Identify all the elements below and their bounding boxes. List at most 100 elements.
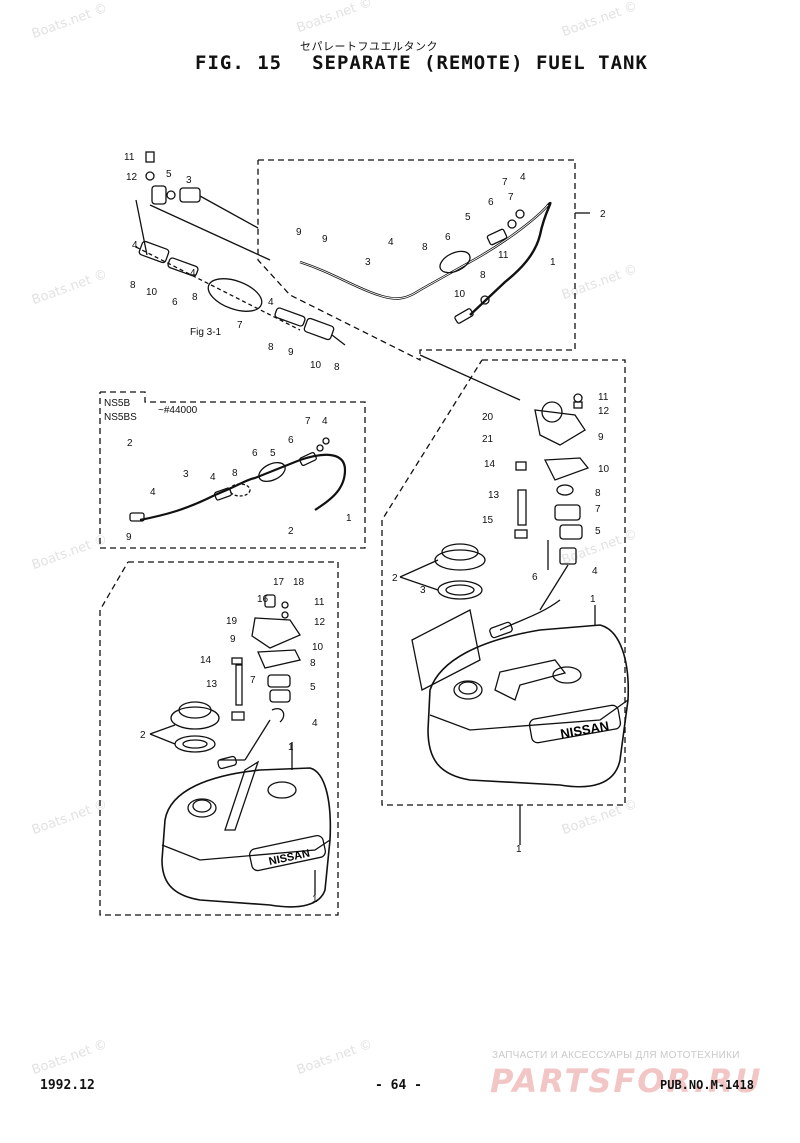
shop-logo: PARTSFOR.RU — [490, 1062, 763, 1100]
callout: 7 — [502, 177, 508, 188]
callout: 7 — [508, 192, 514, 203]
variant-hose-frame — [99, 391, 366, 549]
callout: 7 — [250, 675, 256, 686]
callout: 9 — [230, 634, 236, 645]
svg-text:4: 4 — [150, 487, 156, 498]
callout: 10 — [312, 642, 324, 653]
callout: 11 — [314, 597, 325, 608]
publication-number: PUB.NO.M-1418 — [660, 1078, 754, 1092]
callout: 12 — [598, 406, 610, 417]
callout: 14 — [200, 655, 212, 666]
callout: 18 — [293, 577, 305, 588]
callout: 12 — [126, 172, 138, 183]
callout: 6 — [445, 232, 451, 243]
callout: 7 — [595, 504, 601, 515]
connector-part — [151, 185, 167, 205]
callout: 10 — [598, 464, 610, 475]
tank-brand-large: NISSAN — [559, 718, 610, 741]
callout: 16 — [257, 594, 269, 605]
svg-text:8: 8 — [232, 468, 238, 479]
callout: 8 — [422, 242, 428, 253]
model-label: NS5BS — [104, 412, 137, 423]
callout: 1 — [590, 594, 596, 605]
callout: 5 — [166, 169, 172, 180]
figure-title: SEPARATE (REMOTE) FUEL TANK — [312, 52, 648, 74]
tank-brand-small: NISSAN — [268, 848, 311, 868]
figure-number: FIG. 15 — [195, 52, 283, 74]
callout: 3 — [186, 175, 192, 186]
callout: 13 — [206, 679, 218, 690]
callout: 5 — [465, 212, 471, 223]
callout: 15 — [482, 515, 494, 526]
svg-text:10: 10 — [146, 287, 158, 298]
callout: 13 — [488, 490, 500, 501]
callout: 10 — [454, 289, 466, 300]
crossref-label: Fig 3-1 — [190, 327, 222, 338]
callout: 3 — [420, 585, 426, 596]
callout: 19 — [226, 616, 238, 627]
svg-text:4: 4 — [268, 297, 274, 308]
svg-text:4: 4 — [210, 472, 216, 483]
svg-text:1: 1 — [346, 513, 352, 524]
callout-labels: 11 12 5 3 1 2 3 4 5 6 7 8 9 10 11 4 8 6 … — [104, 152, 610, 905]
svg-text:3: 3 — [183, 469, 189, 480]
callout: 21 — [482, 434, 494, 445]
callout: 11 — [498, 250, 509, 261]
svg-text:1: 1 — [312, 894, 318, 905]
callout: 1 — [288, 742, 294, 753]
callout: 4 — [520, 172, 526, 183]
svg-text:5: 5 — [270, 448, 276, 459]
callout: 2 — [600, 209, 606, 220]
callout: 9 — [296, 227, 302, 238]
callout: 4 — [312, 718, 318, 729]
callout: 14 — [484, 459, 496, 470]
primer-bulb — [207, 278, 263, 312]
japanese-title: セパレートフユエルタンク — [300, 40, 438, 53]
svg-text:10: 10 — [310, 360, 322, 371]
callout: 9 — [598, 432, 604, 443]
callout: 2 — [392, 573, 398, 584]
svg-text:8: 8 — [130, 280, 136, 291]
svg-text:4: 4 — [190, 268, 196, 279]
svg-text:6: 6 — [288, 435, 294, 446]
serial-range: ~#44000 — [158, 405, 198, 416]
callout: 2 — [140, 730, 146, 741]
callout: 5 — [595, 526, 601, 537]
callout: 6 — [532, 572, 538, 583]
small-fuel-tank — [161, 767, 332, 908]
svg-text:4: 4 — [132, 240, 138, 251]
svg-text:7: 7 — [305, 416, 311, 427]
callout: 11 — [124, 152, 135, 163]
svg-text:9: 9 — [126, 532, 132, 543]
callout: 1 — [550, 257, 556, 268]
svg-text:1: 1 — [516, 844, 522, 855]
svg-text:6: 6 — [252, 448, 258, 459]
callout: 8 — [310, 658, 316, 669]
callout: 4 — [592, 566, 598, 577]
callout: 5 — [310, 682, 316, 693]
screw-part — [145, 151, 155, 163]
svg-text:8: 8 — [268, 342, 274, 353]
right-tank-frame — [381, 359, 626, 806]
svg-text:9: 9 — [288, 347, 294, 358]
model-label: NS5B — [104, 398, 130, 409]
svg-text:7: 7 — [237, 320, 243, 331]
callout: 4 — [388, 237, 394, 248]
svg-text:8: 8 — [192, 292, 198, 303]
issue-date: 1992.12 — [40, 1078, 95, 1093]
callout: 11 — [598, 392, 609, 403]
callout: 3 — [365, 257, 371, 268]
svg-text:8: 8 — [334, 362, 340, 373]
shop-tagline: ЗАПЧАСТИ И АКСЕССУАРЫ ДЛЯ МОТОТЕХНИКИ — [492, 1050, 740, 1061]
callout: 20 — [482, 412, 494, 423]
callout: 8 — [595, 488, 601, 499]
large-fuel-tank — [427, 624, 630, 788]
callout: 17 — [273, 577, 285, 588]
svg-text:6: 6 — [172, 297, 178, 308]
svg-text:2: 2 — [288, 526, 294, 537]
callout: 6 — [488, 197, 494, 208]
svg-text:4: 4 — [322, 416, 328, 427]
callout: 9 — [322, 234, 328, 245]
page-title: FIG. 15 SEPARATE (REMOTE) FUEL TANK — [195, 52, 648, 74]
